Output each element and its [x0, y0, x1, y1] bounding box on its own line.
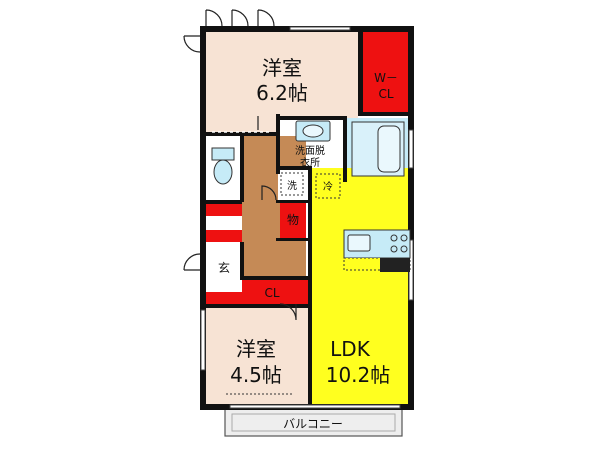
bathtub-icon — [351, 121, 405, 177]
balcony-label: バルコニー — [283, 417, 343, 431]
western-room-1 — [206, 30, 358, 132]
closet-label: CL — [264, 286, 279, 300]
ldk-room — [312, 168, 410, 406]
storage — [280, 202, 306, 238]
ldk-size: 10.2帖 — [326, 363, 391, 387]
washroom-label-2: 衣所 — [300, 156, 320, 169]
ldk-name: LDK — [330, 337, 371, 361]
kitchen-counter-icon — [343, 229, 411, 272]
balcony-inner-line — [231, 413, 396, 432]
western-room-2-name: 洋室 — [236, 337, 276, 361]
western-room-1-size: 6.2帖 — [256, 81, 308, 105]
fridge-space-label: 冷 — [323, 180, 333, 193]
toilet-icon — [211, 147, 235, 185]
interior-walls — [206, 30, 410, 406]
door-swings — [183, 9, 297, 321]
storage-label: 物 — [287, 213, 299, 227]
red-strip-1 — [206, 204, 242, 216]
walk-in-closet — [362, 30, 410, 114]
washroom-label-1: 洗面脱 — [295, 144, 325, 157]
fridge-space-box — [315, 173, 341, 199]
walk-in-closet-label-2: CL — [378, 87, 393, 101]
washer-space-label: 洗 — [287, 180, 297, 192]
western-room-2-size: 4.5帖 — [230, 363, 282, 387]
western-room-1-name: 洋室 — [262, 56, 302, 80]
washer-space-box — [280, 172, 304, 196]
shoe-cabinet — [206, 292, 242, 304]
walk-in-closet-label-1: W－ — [374, 71, 398, 85]
wash-basin-icon — [295, 120, 331, 142]
western-room-2 — [206, 308, 308, 406]
entrance-label: 玄 — [218, 260, 230, 275]
closet — [242, 280, 308, 306]
red-strip-2 — [206, 230, 242, 242]
entrance-area — [206, 250, 242, 292]
